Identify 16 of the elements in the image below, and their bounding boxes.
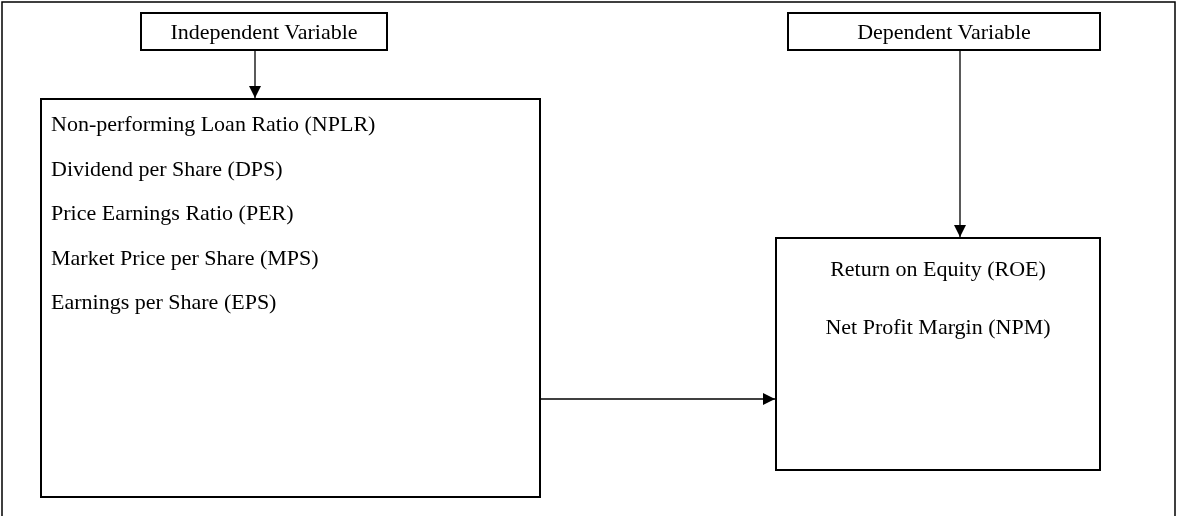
box-text: Dividend per Share (DPS) [51,154,284,183]
box-text: Dependent Variable [856,18,1032,46]
box-text: Return on Equity (ROE) [829,255,1047,283]
arrow [954,50,966,238]
box-text: Market Price per Share (MPS) [51,243,320,272]
box-text: Earnings per Share (EPS) [51,288,278,317]
box-text: Price Earnings Ratio (PER) [51,199,295,228]
box-text: Independent Variable [169,18,359,46]
box-text: Non-performing Loan Ratio (NPLR) [51,110,377,138]
arrow [249,50,261,99]
text-box [40,98,541,498]
box-text: Net Profit Margin (NPM) [824,312,1052,341]
arrow [540,393,776,405]
text-box [787,12,1101,51]
text-box [775,237,1101,471]
text-box [140,12,388,51]
